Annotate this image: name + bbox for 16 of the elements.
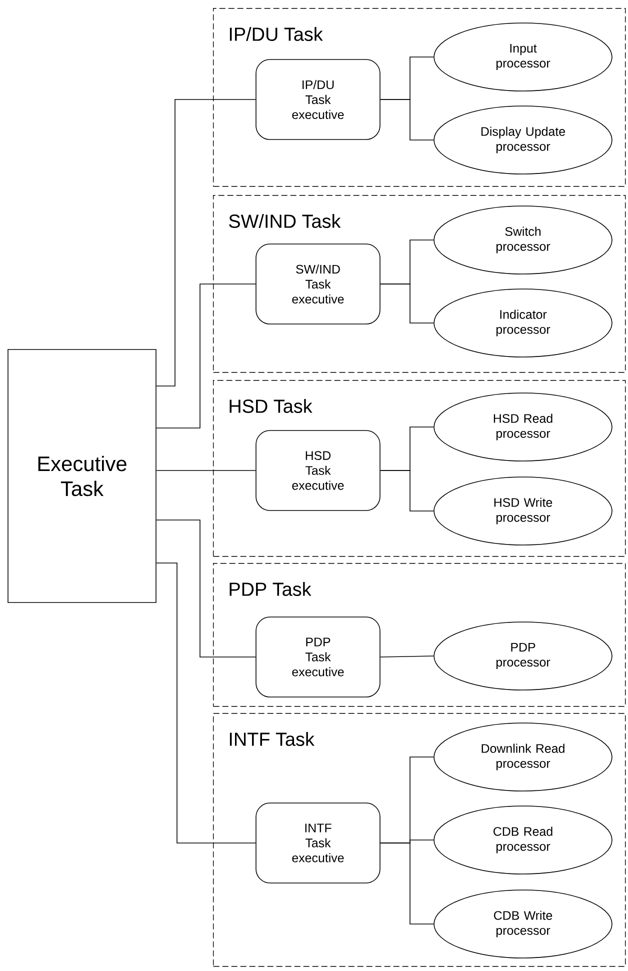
connector-line: [156, 284, 256, 428]
connector-line: [156, 99, 256, 386]
connector-line: [156, 520, 256, 658]
executive-box: INTF Task executive: [256, 802, 380, 884]
connector-line: [380, 656, 434, 658]
executive-box: IP/DU Task executive: [256, 59, 380, 140]
connector-line: [156, 562, 256, 844]
task-box: Executive Task: [8, 349, 156, 603]
executive-box: SW/IND Task executive: [256, 244, 380, 324]
connector-line: [380, 842, 434, 924]
connector-line: [156, 470, 256, 471]
connector-line: [380, 470, 434, 512]
connector-line: [380, 99, 434, 140]
executive-box: HSD Task executive: [256, 430, 380, 511]
executive-box: PDP Task executive: [256, 616, 380, 698]
connector-line: [380, 284, 434, 324]
